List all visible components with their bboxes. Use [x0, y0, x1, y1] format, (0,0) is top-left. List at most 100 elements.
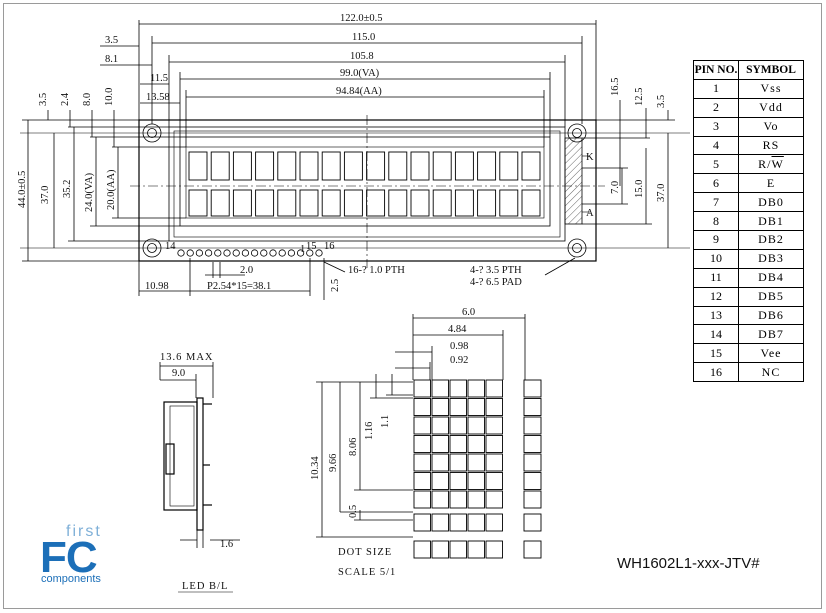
- dim-right-16-5: 16.5: [610, 78, 621, 96]
- dot-cell: [413, 398, 431, 416]
- dim-pin-pitch-small: 2.0: [240, 265, 253, 276]
- character-cell: [477, 151, 497, 181]
- pin-symbol-text: RS: [762, 138, 780, 152]
- dim-height-37: 37.0: [40, 186, 51, 204]
- character-cell: [521, 189, 541, 217]
- pin-symbol: E: [738, 173, 804, 194]
- character-cell: [188, 189, 208, 217]
- logo-sub-text: components: [41, 573, 101, 585]
- dot-cell: [431, 416, 449, 435]
- pin-no-header: PIN NO.: [693, 60, 739, 80]
- character-cell: [232, 189, 252, 217]
- dot-cell: [431, 540, 449, 559]
- pin-hole: [214, 249, 222, 257]
- dot-cell: [467, 453, 485, 472]
- pin-hole: [306, 249, 314, 257]
- dot-detail: 6.0 4.84 0.98 0.92 10.34 9.66 8.06 1.16 …: [310, 307, 542, 578]
- dot-cell: [413, 472, 431, 490]
- dim-left-8-1: 8.1: [105, 54, 118, 65]
- pin-row: 1 Vss: [693, 78, 804, 99]
- dim-w-0-92: 0.92: [450, 355, 468, 366]
- pin-symbol: DB0: [738, 192, 804, 213]
- dot-cell: [485, 540, 503, 559]
- pin-number: 1: [693, 78, 739, 99]
- dim-h-8-06: 8.06: [348, 438, 359, 456]
- pin-symbol-text: Vss: [760, 81, 782, 96]
- dot-cell: [467, 540, 485, 559]
- dim-pcb: 1.6: [220, 539, 233, 550]
- character-cell: [432, 151, 452, 181]
- character-cell: [299, 189, 319, 217]
- dot-cell: [523, 513, 542, 532]
- dot-cell: [485, 416, 503, 435]
- dot-matrix-grid: [413, 379, 542, 559]
- pin-hole: [296, 249, 305, 257]
- dim-body-thickness: 9.0: [172, 368, 185, 379]
- pin-16-label: 16: [324, 241, 335, 252]
- character-cell: [388, 151, 408, 181]
- character-cell: [410, 189, 430, 217]
- dot-cell: [449, 472, 467, 490]
- dot-cell: [467, 435, 485, 453]
- pin-symbol-text: Vee: [760, 345, 782, 360]
- drawing-sheet: [3, 3, 822, 609]
- pin-hole: [315, 249, 323, 257]
- dot-cell: [523, 490, 542, 509]
- dot-cell: [523, 435, 542, 453]
- dim-height-44: 44.0±0.5: [17, 171, 28, 208]
- character-cell: [343, 189, 363, 217]
- dim-right-3-5: 3.5: [656, 95, 667, 108]
- dim-right-7-0: 7.0: [610, 181, 621, 194]
- pin-number: 11: [693, 267, 739, 288]
- dot-cell: [431, 379, 449, 398]
- dot-cell: [413, 490, 431, 509]
- dot-cell: [449, 416, 467, 435]
- pin-symbol: DB6: [738, 305, 804, 326]
- pin-hole: [269, 249, 277, 257]
- pin-symbol: Vdd: [738, 97, 804, 118]
- character-cell: [277, 189, 297, 217]
- character-blocks: [188, 151, 541, 217]
- pin-symbol-text: DB3: [758, 251, 784, 266]
- dot-cell: [449, 453, 467, 472]
- active-area: [185, 146, 545, 219]
- pin-number: 12: [693, 286, 739, 307]
- character-cell: [454, 151, 474, 181]
- pin-number: 9: [693, 230, 739, 250]
- side-view: 13.6 MAX 9.0 1.6 LED B/L: [159, 352, 240, 593]
- front-view-dimensions: 122.0±0.5 115.0 105.8 99.0(VA) 94.84(AA)…: [17, 13, 667, 292]
- pin-hole: [232, 249, 240, 257]
- pin-symbol-text: DB5: [758, 289, 784, 304]
- pin-symbol: DB2: [738, 230, 804, 250]
- dim-height-35-2: 35.2: [62, 180, 73, 198]
- pin-row: 13 DB6: [693, 305, 804, 326]
- logo-top-text: first: [66, 523, 102, 540]
- dot-cell: [485, 398, 503, 416]
- company-logo: first FC components: [40, 523, 120, 595]
- character-cell: [366, 189, 386, 217]
- viewing-area: [179, 136, 551, 227]
- dot-cell: [413, 435, 431, 453]
- dot-cell: [431, 435, 449, 453]
- dim-v-2-4: 2.4: [60, 92, 71, 106]
- pin-symbol-text: E: [766, 175, 776, 190]
- dot-cell: [431, 513, 449, 532]
- pin-hole: [177, 249, 185, 257]
- dim-h-0-5: 0.5: [348, 505, 359, 518]
- a-label: A: [586, 208, 594, 219]
- character-cell: [277, 151, 297, 181]
- character-cell: [210, 189, 230, 217]
- dim-hole-pitch-x: 115.0: [352, 32, 375, 43]
- pin-symbol-text: DB6: [758, 308, 784, 323]
- pin-number: 4: [693, 135, 739, 156]
- pin-number: 13: [693, 305, 739, 326]
- led-housing: [564, 137, 583, 225]
